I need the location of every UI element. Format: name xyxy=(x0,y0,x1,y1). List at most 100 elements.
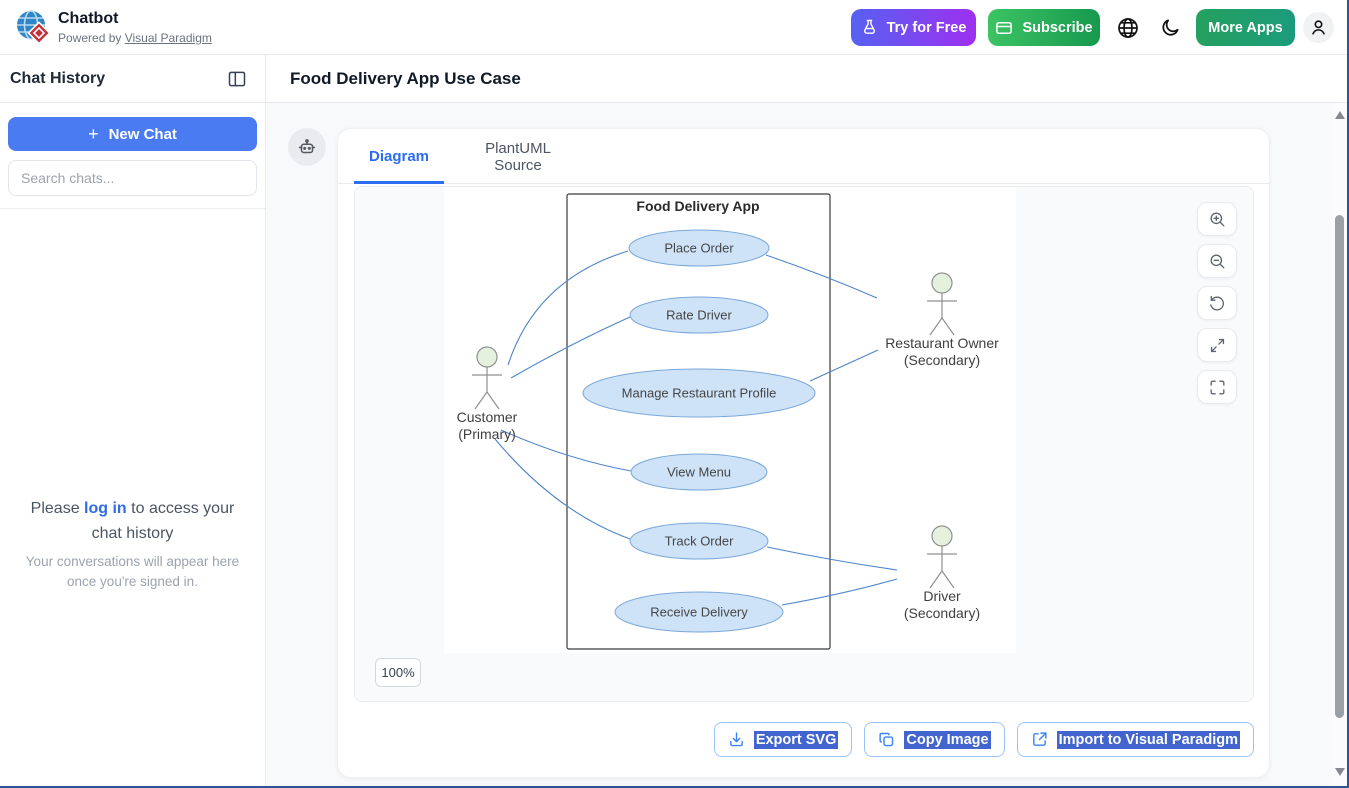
actor-body xyxy=(941,317,955,336)
zoom-in-button[interactable] xyxy=(1197,202,1237,236)
plus-icon: + xyxy=(88,123,99,144)
actor-label: (Secondary) xyxy=(904,605,980,621)
panel-toggle-icon xyxy=(228,71,246,86)
usecase-ellipse-track-order xyxy=(629,522,769,560)
tab-plantuml-source[interactable]: PlantUML Source xyxy=(460,129,576,184)
scrollbar-thumb[interactable] xyxy=(1335,215,1344,718)
connector-customer-view-menu xyxy=(500,429,632,472)
dark-mode-button[interactable] xyxy=(1160,17,1181,38)
connector-receive-delivery-driver xyxy=(781,578,898,606)
usecase-ellipse-rate-driver xyxy=(629,296,769,334)
more-apps-button[interactable]: More Apps xyxy=(1196,9,1295,46)
actor-label: Restaurant Owner xyxy=(885,335,999,351)
import-to-visual-paradigm-label: Import to Visual Paradigm xyxy=(1056,730,1240,749)
tab-diagram[interactable]: Diagram xyxy=(354,129,444,184)
actor-head xyxy=(931,525,953,547)
search-chats-input[interactable] xyxy=(8,160,257,196)
login-prompt: Please log in to access your chat histor… xyxy=(17,497,248,547)
actor-body xyxy=(941,570,955,589)
copy-icon xyxy=(879,732,894,747)
new-chat-label: New Chat xyxy=(108,125,177,143)
more-apps-label: More Apps xyxy=(1208,19,1283,36)
copy-image-button[interactable]: Copy Image xyxy=(864,722,1005,757)
moon-icon xyxy=(1162,19,1179,36)
window-edge-right xyxy=(1347,0,1349,788)
actor-body xyxy=(474,391,488,410)
zoom-out-icon xyxy=(1209,253,1225,269)
reset-view-icon xyxy=(1209,295,1224,311)
chat-history-title: Chat History xyxy=(10,69,106,87)
divider xyxy=(0,208,265,209)
expand-button[interactable] xyxy=(1197,328,1237,362)
tab-bar: Diagram PlantUML Source xyxy=(338,129,1269,184)
connector-customer-place-order xyxy=(507,250,629,366)
connector-place-order-restaurant-owner xyxy=(765,254,878,299)
actor-head xyxy=(931,272,953,294)
scroll-down-arrow[interactable] xyxy=(1335,768,1345,776)
export-svg-button[interactable]: Export SVG xyxy=(713,722,853,757)
usecase-ellipse-receive-delivery xyxy=(614,591,784,633)
usecase-label: View Menu xyxy=(667,465,731,480)
robot-icon xyxy=(298,139,316,154)
user-avatar-button[interactable] xyxy=(1303,12,1334,43)
window-edge-bottom xyxy=(0,786,1349,788)
page-title: Food Delivery App Use Case xyxy=(290,68,521,88)
zoom-out-button[interactable] xyxy=(1197,244,1237,278)
vp-globe-logo xyxy=(17,10,51,45)
usecase-label: Track Order xyxy=(665,534,735,549)
usecase-ellipse-place-order xyxy=(628,229,770,267)
expand-icon xyxy=(1210,338,1224,352)
external-link-icon xyxy=(1032,732,1047,746)
fullscreen-button[interactable] xyxy=(1197,370,1237,404)
zoom-in-icon xyxy=(1209,211,1225,227)
usecase-label: Manage Restaurant Profile xyxy=(622,386,777,401)
usecase-label: Place Order xyxy=(664,241,734,256)
try-for-free-button[interactable]: Try for Free xyxy=(851,9,976,46)
export-svg-label: Export SVG xyxy=(753,730,839,749)
app-title: Chatbot xyxy=(58,10,119,27)
new-chat-button[interactable]: + New Chat xyxy=(8,117,257,151)
action-buttons-row: Export SVG Copy Image Import to Visual P… xyxy=(338,722,1254,757)
main-content: Diagram PlantUML Source Food Delivery Ap… xyxy=(266,103,1332,788)
connector-customer-track-order xyxy=(494,438,631,540)
sidebar: + New Chat Please log in to access your … xyxy=(0,103,265,788)
zoom-level-badge[interactable]: 100% xyxy=(375,658,421,687)
credit-card-icon xyxy=(996,21,1013,34)
login-prompt-before: Please xyxy=(30,500,85,517)
sidebar-collapse-button[interactable] xyxy=(227,69,247,89)
top-header: Chatbot Powered by Visual Paradigm Try f… xyxy=(0,0,1349,55)
zoom-controls xyxy=(1197,202,1237,404)
actor-body xyxy=(486,391,500,410)
user-icon xyxy=(1312,20,1325,35)
diagram-card: Diagram PlantUML Source Food Delivery Ap… xyxy=(337,128,1270,778)
actor-label: Customer xyxy=(457,409,518,425)
chat-history-header: Chat History xyxy=(0,55,265,103)
bot-avatar xyxy=(288,128,326,166)
usecase-label: Rate Driver xyxy=(666,308,732,323)
subscribe-label: Subscribe xyxy=(1022,19,1093,36)
page-scrollbar[interactable] xyxy=(1332,103,1347,788)
subscribe-button[interactable]: Subscribe xyxy=(988,9,1100,46)
usecase-ellipse-view-menu xyxy=(630,453,768,491)
sidebar-divider xyxy=(265,55,266,788)
scroll-up-arrow[interactable] xyxy=(1335,111,1345,119)
powered-by-text: Powered by xyxy=(58,31,125,45)
language-globe-button[interactable] xyxy=(1116,16,1140,40)
log-in-link[interactable]: log in xyxy=(84,500,127,517)
actor-label: (Secondary) xyxy=(904,352,980,368)
copy-image-label: Copy Image xyxy=(904,730,991,749)
connector-track-order-driver xyxy=(766,546,898,571)
connector-manage-restaurant-profile-restaurant-owner xyxy=(809,349,879,382)
powered-by: Powered by Visual Paradigm xyxy=(58,31,212,45)
actor-body xyxy=(929,570,943,589)
actor-body xyxy=(929,317,943,336)
import-to-visual-paradigm-button[interactable]: Import to Visual Paradigm xyxy=(1016,722,1254,757)
try-for-free-label: Try for Free xyxy=(886,19,967,36)
globe-icon xyxy=(1118,18,1138,38)
system-boundary-title: Food Delivery App xyxy=(636,198,759,214)
reset-view-button[interactable] xyxy=(1197,286,1237,320)
visual-paradigm-link[interactable]: Visual Paradigm xyxy=(124,31,212,45)
actor-label: (Primary) xyxy=(458,426,516,442)
